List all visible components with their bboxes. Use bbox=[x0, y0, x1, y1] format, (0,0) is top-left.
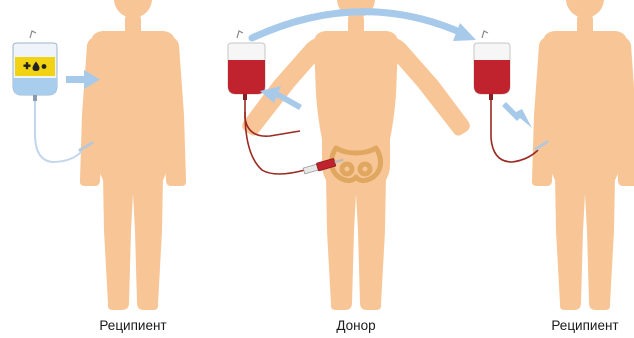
recipient-tube bbox=[491, 100, 538, 162]
recipient-blood-bag bbox=[474, 31, 510, 100]
recipient-left-label: Реципиент bbox=[99, 318, 166, 333]
donor-figure bbox=[242, 0, 470, 310]
plasma-iv-bag bbox=[13, 31, 57, 101]
donor-label: Донор bbox=[336, 318, 375, 333]
recipient-right-figure bbox=[532, 0, 634, 310]
arrow-bag-to-recipient bbox=[502, 102, 532, 128]
donor-blood-bag bbox=[228, 31, 265, 100]
plasma-tube bbox=[35, 101, 82, 162]
recipient-left-figure bbox=[80, 0, 186, 310]
recipient-right-label: Реципиент bbox=[551, 318, 618, 333]
